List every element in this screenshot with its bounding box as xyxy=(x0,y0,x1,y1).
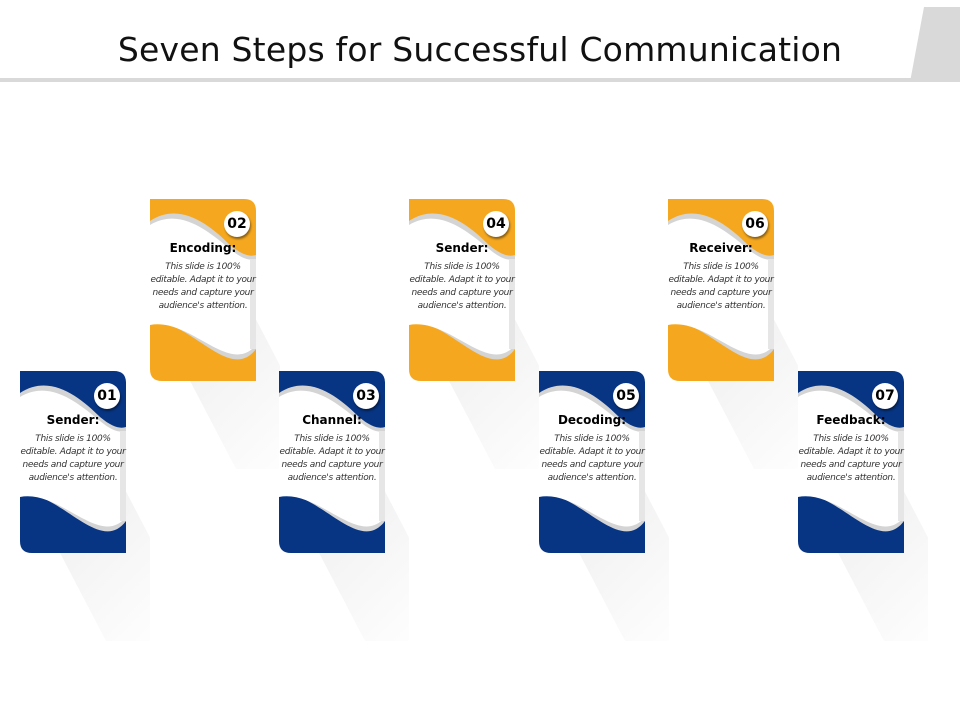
step-description: This slide is 100% editable. Adapt it to… xyxy=(539,434,645,483)
step-card-03: 03 Channel: This slide is 100% editable.… xyxy=(279,371,385,553)
card-wave-background xyxy=(279,371,385,553)
step-card-05: 05 Decoding: This slide is 100% editable… xyxy=(539,371,645,553)
page-title: Seven Steps for Successful Communication xyxy=(117,30,843,69)
step-description: This slide is 100% editable. Adapt it to… xyxy=(20,434,126,483)
step-description: This slide is 100% editable. Adapt it to… xyxy=(150,262,256,311)
card-wave-background xyxy=(539,371,645,553)
step-card-01: 01 Sender: This slide is 100% editable. … xyxy=(20,371,126,553)
step-number-badge: 02 xyxy=(224,211,250,237)
card-wave-background xyxy=(150,199,256,381)
step-title: Decoding: xyxy=(557,413,627,427)
step-number-badge: 05 xyxy=(613,383,639,409)
step-title: Receiver: xyxy=(689,241,753,255)
step-title: Feedback: xyxy=(816,413,886,427)
step-title: Channel: xyxy=(302,413,362,427)
step-title: Sender: xyxy=(435,241,489,255)
step-description: This slide is 100% editable. Adapt it to… xyxy=(798,434,904,483)
step-description: This slide is 100% editable. Adapt it to… xyxy=(668,262,774,311)
card-wave-background xyxy=(20,371,126,553)
step-description: This slide is 100% editable. Adapt it to… xyxy=(279,434,385,483)
step-title: Sender: xyxy=(46,413,100,427)
step-title: Encoding: xyxy=(169,241,237,255)
step-card-06: 06 Receiver: This slide is 100% editable… xyxy=(668,199,774,381)
step-number-badge: 06 xyxy=(742,211,768,237)
step-number-badge: 04 xyxy=(483,211,509,237)
step-number-badge: 03 xyxy=(353,383,379,409)
step-card-07: 07 Feedback: This slide is 100% editable… xyxy=(798,371,904,553)
step-card-02: 02 Encoding: This slide is 100% editable… xyxy=(150,199,256,381)
step-description: This slide is 100% editable. Adapt it to… xyxy=(409,262,515,311)
step-number-badge: 01 xyxy=(94,383,120,409)
step-number-badge: 07 xyxy=(872,383,898,409)
title-divider xyxy=(0,78,915,82)
step-card-04: 04 Sender: This slide is 100% editable. … xyxy=(409,199,515,381)
